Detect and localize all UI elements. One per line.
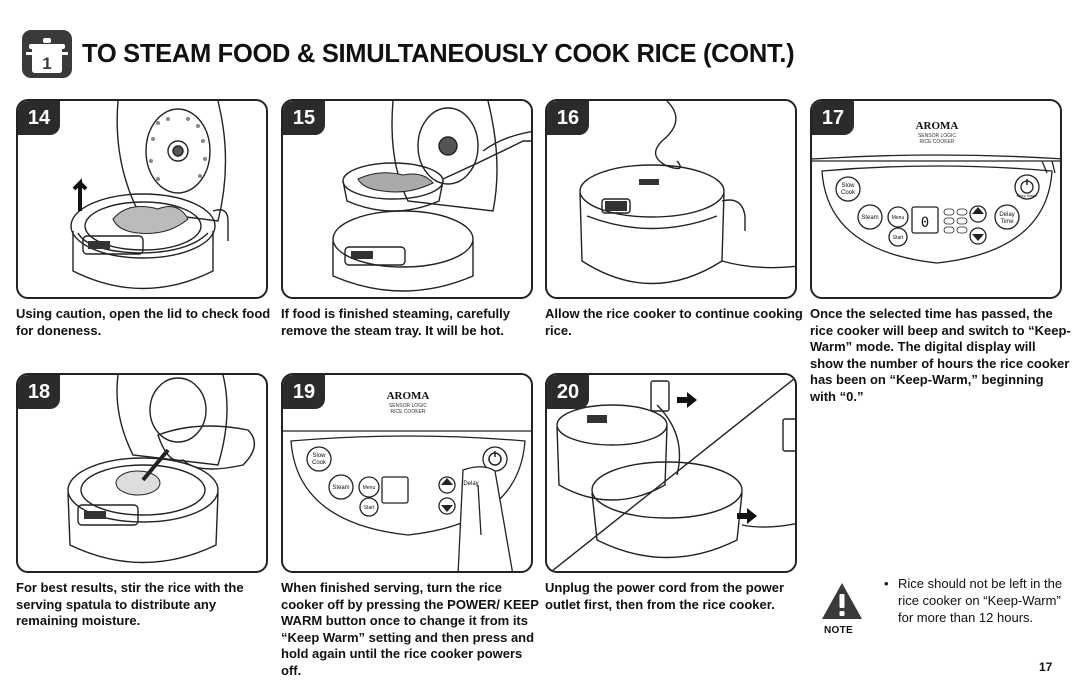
step-14-caption: Using caution, open the lid to check foo… bbox=[16, 306, 271, 338]
svg-text:Menu: Menu bbox=[363, 485, 376, 491]
step-number: 15 bbox=[283, 101, 325, 135]
pot-icon: 1 bbox=[22, 30, 72, 78]
step-16-illustration: 16 bbox=[545, 99, 797, 299]
note-text: •Rice should not be left in the rice coo… bbox=[884, 575, 1068, 626]
note-box: NOTE •Rice should not be left in the ric… bbox=[818, 575, 1068, 645]
control-panel-drawing: AROMA SENSOR LOGIC RICE COOKER Slow bbox=[812, 120, 1060, 264]
step-16-caption: Allow the rice cooker to continue cookin… bbox=[545, 306, 803, 338]
page-header: 1 TO STEAM FOOD & SIMULTANEOUSLY COOK RI… bbox=[22, 28, 795, 80]
open-lid-drawing bbox=[70, 101, 229, 290]
step-18-caption: For best results, stir the rice with the… bbox=[16, 580, 244, 629]
step-18-illustration: 18 bbox=[16, 373, 268, 573]
remove-tray-drawing bbox=[332, 101, 531, 292]
power-off-drawing: AROMA SENSOR LOGIC RICE COOKER Slow Cook… bbox=[283, 390, 531, 571]
page-number: 17 bbox=[1039, 660, 1053, 674]
step-number: 14 bbox=[18, 101, 60, 135]
step-14-illustration: 14 bbox=[16, 99, 268, 299]
stir-rice-drawing bbox=[67, 375, 256, 564]
page-title: TO STEAM FOOD & SIMULTANEOUSLY COOK RICE… bbox=[82, 39, 795, 68]
step-17-illustration: 17 AROMA SENSOR LOGIC RICE COOKER bbox=[810, 99, 1062, 299]
svg-text:Steam: Steam bbox=[332, 485, 349, 491]
step-15-caption: If food is finished steaming, carefully … bbox=[281, 306, 510, 338]
svg-text:SENSOR LOGIC: SENSOR LOGIC bbox=[389, 403, 427, 409]
cooking-drawing bbox=[579, 101, 795, 285]
step-20-caption: Unplug the power cord from the power out… bbox=[545, 580, 785, 612]
step-number: 16 bbox=[547, 101, 589, 135]
svg-text:Menu: Menu bbox=[892, 215, 905, 221]
brand-sub: SENSOR LOGIC bbox=[918, 133, 956, 139]
step-19-illustration: 19 AROMA SENSOR LOGIC RICE COOKER Slow C… bbox=[281, 373, 533, 573]
svg-text:Start: Start bbox=[893, 235, 904, 241]
badge-number: 1 bbox=[42, 54, 51, 73]
svg-text:Delay: Delay bbox=[999, 212, 1014, 218]
svg-text:Steam: Steam bbox=[861, 215, 878, 221]
step-number: 18 bbox=[18, 375, 60, 409]
svg-text:RICE COOKER: RICE COOKER bbox=[390, 409, 425, 415]
svg-text:Slow: Slow bbox=[312, 453, 326, 459]
note-item: •Rice should not be left in the rice coo… bbox=[884, 576, 1063, 625]
brand-sub: RICE COOKER bbox=[919, 139, 954, 145]
brand-logo: AROMA bbox=[916, 120, 959, 132]
step-17-caption: Once the selected time has passed, the r… bbox=[810, 306, 1071, 404]
warning-icon bbox=[822, 583, 862, 619]
svg-text:Delay: Delay bbox=[463, 481, 478, 487]
step-20-illustration: 20 bbox=[545, 373, 797, 573]
display-readout: 0 bbox=[921, 215, 929, 231]
svg-text:AROMA: AROMA bbox=[387, 390, 430, 402]
note-label: NOTE bbox=[824, 625, 853, 636]
step-number: 17 bbox=[812, 101, 854, 135]
svg-text:Start: Start bbox=[364, 505, 375, 511]
svg-text:Keep Warm: Keep Warm bbox=[1017, 193, 1039, 198]
step-number: 20 bbox=[547, 375, 589, 409]
svg-text:Cook: Cook bbox=[312, 460, 327, 466]
svg-text:Time: Time bbox=[1000, 219, 1014, 225]
step-15-illustration: 15 bbox=[281, 99, 533, 299]
svg-text:Slow: Slow bbox=[841, 183, 855, 189]
step-19-caption: When finished serving, turn the rice coo… bbox=[281, 580, 539, 678]
step-number: 19 bbox=[283, 375, 325, 409]
unplug-drawing bbox=[550, 377, 795, 571]
svg-text:Cook: Cook bbox=[841, 190, 856, 196]
